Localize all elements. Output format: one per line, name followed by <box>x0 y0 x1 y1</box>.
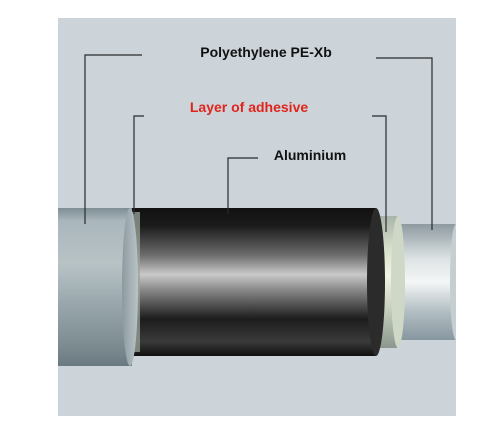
adhesive-edge <box>391 216 405 348</box>
pipe-layers-diagram: Polyethylene PE-Xb Layer of adhesive Alu… <box>58 18 456 416</box>
polyethylene-label: Polyethylene PE-Xb <box>200 44 332 60</box>
leader-line-aluminium <box>227 157 258 214</box>
adhesive-label: Layer of adhesive <box>189 99 309 115</box>
pipe-illustration <box>58 54 456 366</box>
aluminium-edge <box>367 208 385 356</box>
outer-pe-layer <box>58 208 132 366</box>
inner-pe-end <box>450 224 456 340</box>
aluminium-label: Aluminium <box>273 147 347 163</box>
outer-pe-edge <box>122 208 138 366</box>
leader-line-pe-left <box>84 54 142 224</box>
leader-line-pe-right <box>376 57 433 230</box>
leader-line-adhesive-right <box>372 115 387 232</box>
leader-line-adhesive-left <box>133 115 144 214</box>
aluminium-layer <box>126 208 376 356</box>
